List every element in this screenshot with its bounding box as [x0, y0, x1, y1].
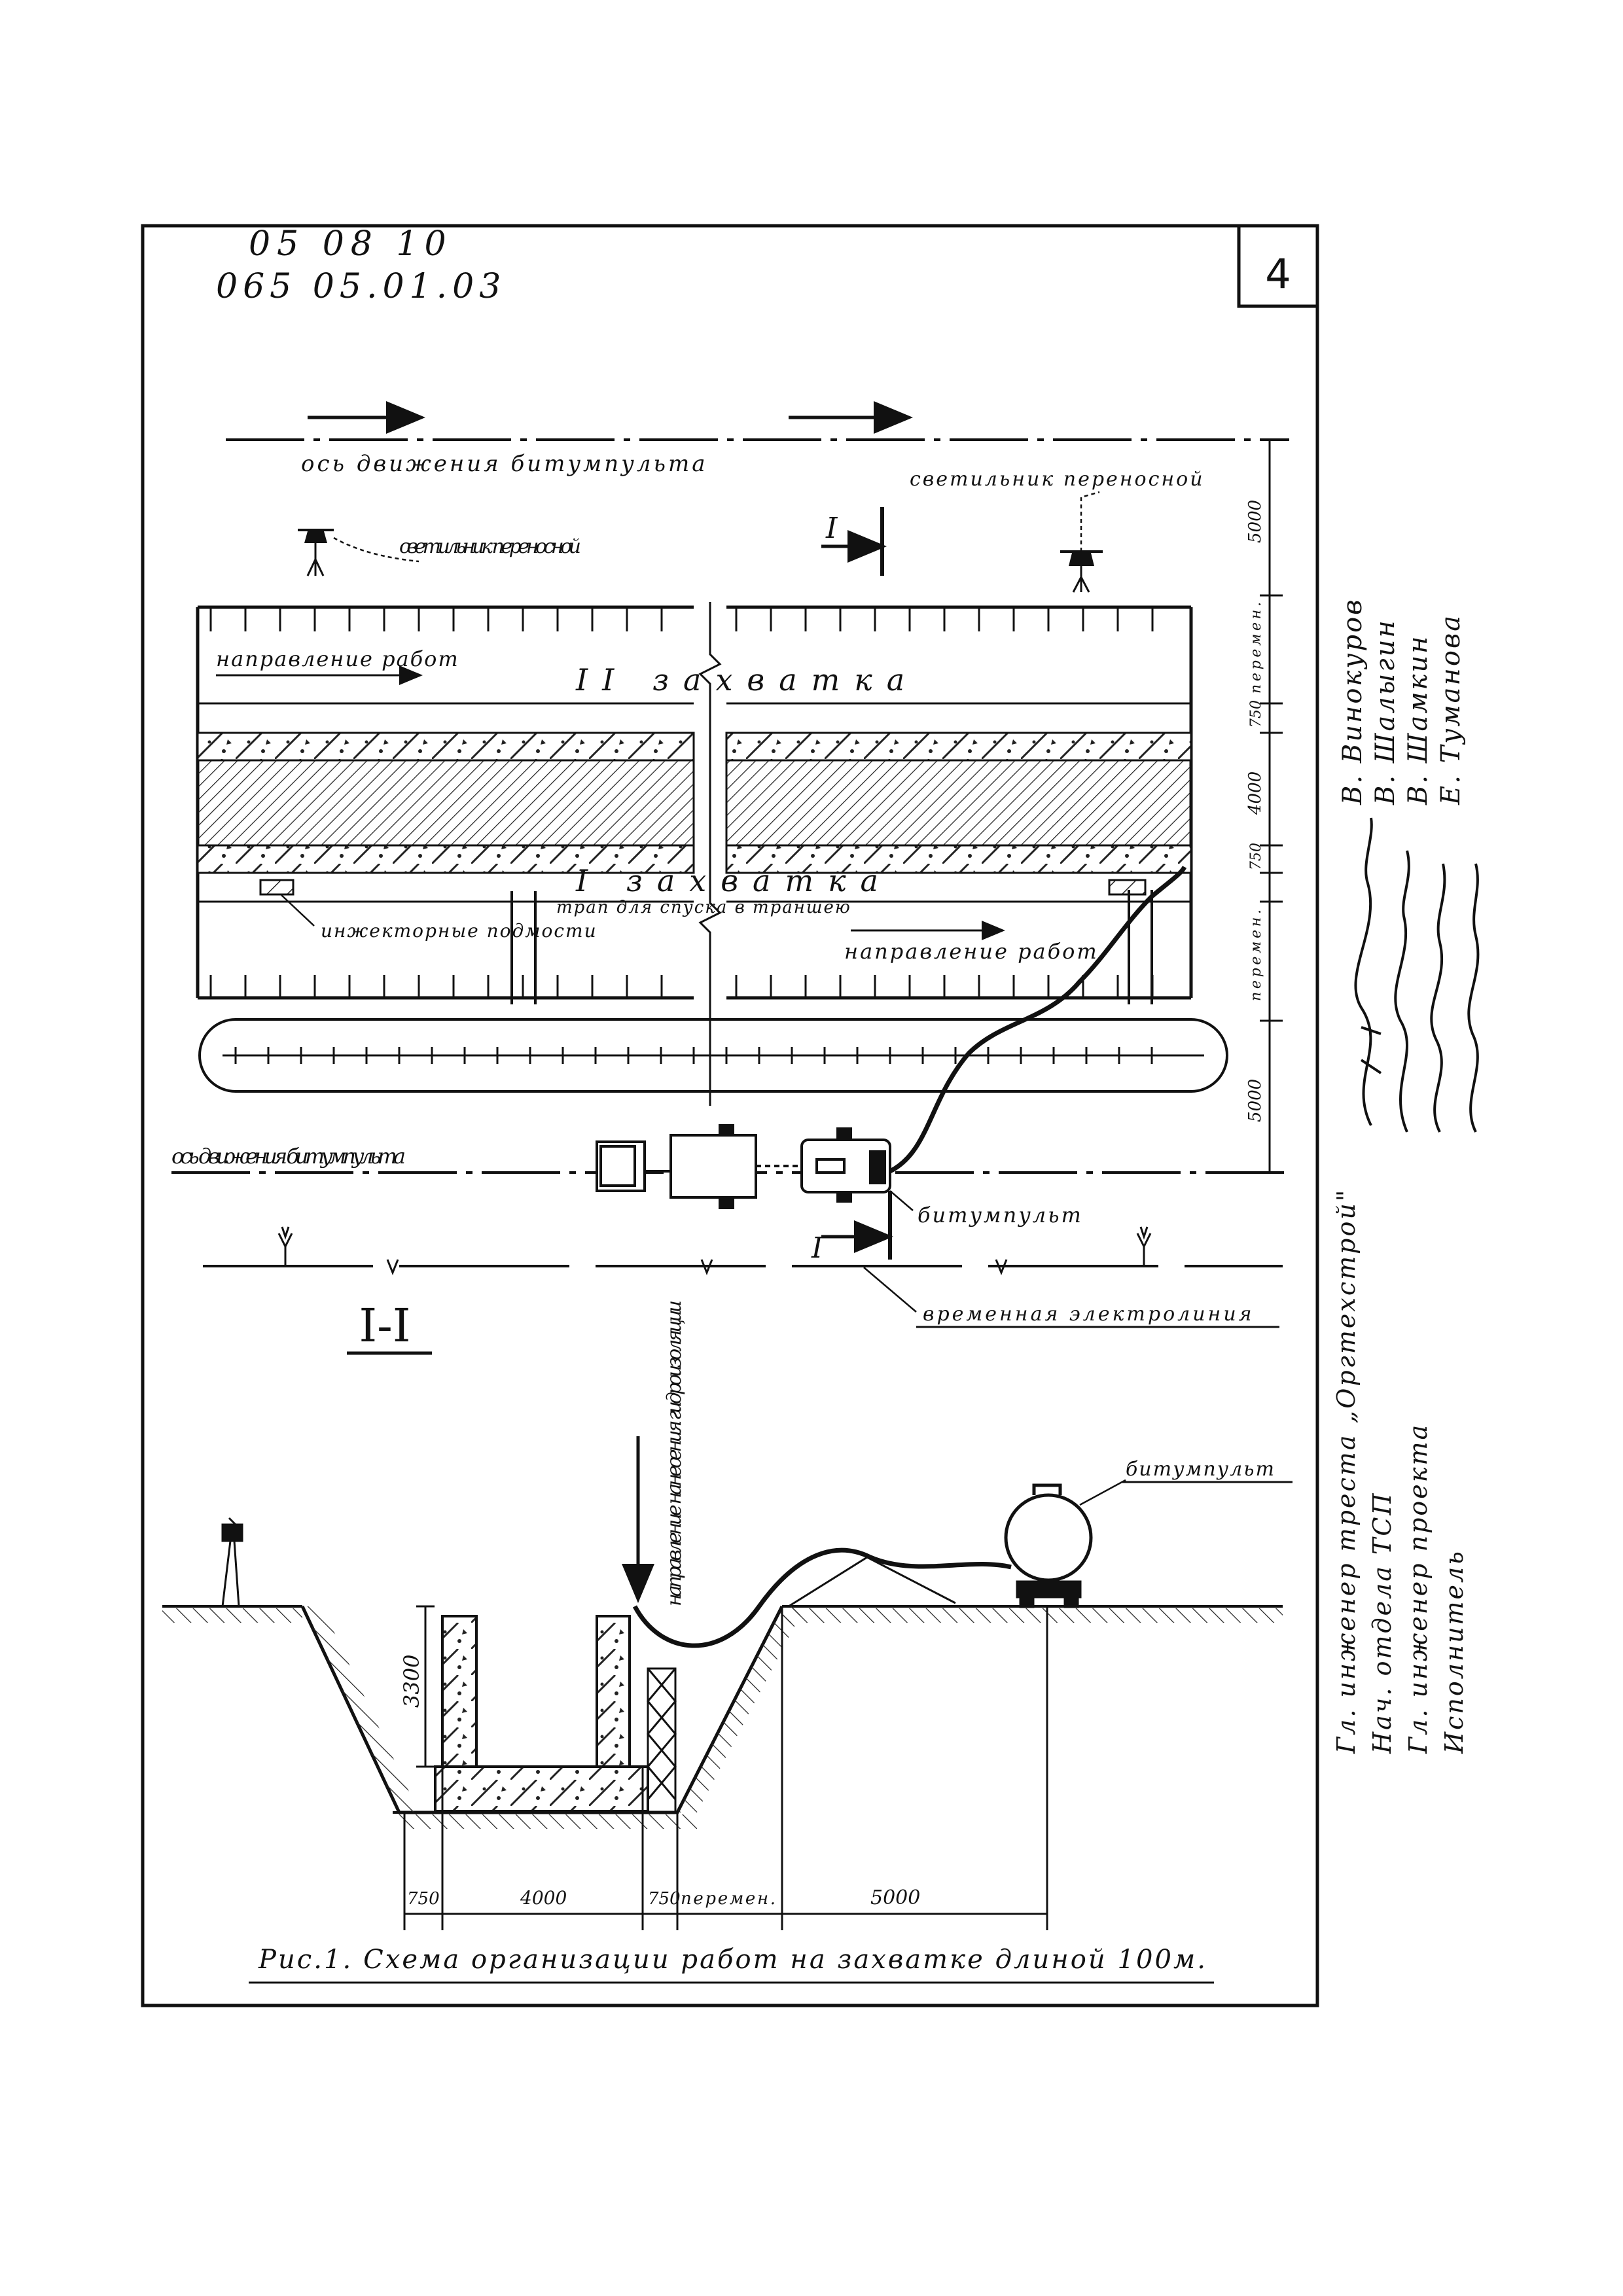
lamp-post-icon-right: [1136, 1226, 1152, 1266]
ladder-label: трап для спуска в траншею: [556, 898, 851, 917]
injector-scaffold-right: [1108, 879, 1147, 896]
plan-dimension-chain: [1260, 438, 1283, 1174]
lamp-label-right: светильник переносной: [910, 468, 1205, 491]
power-line-marks: [386, 1259, 1008, 1276]
injector-label: инжекторные подмости: [321, 920, 597, 942]
lamp-icon-right: [1060, 550, 1103, 593]
lamp-post-icon-left: [277, 1226, 293, 1266]
bitum-leader-section: [1079, 1479, 1126, 1506]
signature-title-4: Исполнитель: [1440, 1549, 1469, 1754]
plan-dim-3: 750: [1248, 700, 1264, 728]
trench-slope-left-hatch: [302, 1606, 419, 1812]
signature-name-4: Е. Туманова: [1436, 614, 1466, 805]
lamp-leader-right: [1080, 491, 1100, 552]
section-marker-bottom-label: I: [811, 1231, 824, 1265]
bitum-hose-plan: [889, 866, 1187, 1174]
section-marker-top-label: I: [825, 512, 838, 545]
trench-plan-right: [725, 605, 1193, 1000]
plan-dim-6: перемен.: [1248, 910, 1264, 1001]
figure-caption: Рис.1. Схема организации работ на захват…: [258, 1945, 1207, 1975]
trench-slope-right-hatch: [677, 1606, 805, 1812]
trench-plan-left: [196, 605, 695, 1000]
direction-section-label: направление нанесения гидроизоляции: [663, 1299, 686, 1606]
bitum-label-plan: битумпульт: [918, 1203, 1083, 1227]
signature-name-1: В. Винокуров: [1338, 598, 1368, 805]
lamp-leader-left: [333, 537, 419, 563]
injector-leader: [281, 894, 315, 927]
section-title: I-I: [359, 1299, 411, 1352]
lamp-label-left: светильник переносной: [399, 535, 582, 558]
plan-dim-4: 4000: [1245, 771, 1265, 815]
depth-label: 3300: [399, 1655, 424, 1708]
sheet-number-box: [1237, 226, 1317, 308]
axis-top-label: ось движения битумпульта: [301, 451, 708, 477]
plan-ticks-top: [209, 607, 1154, 631]
section-marker-top: [821, 507, 887, 576]
signature-title-2: Нач. отдела ТСП: [1368, 1491, 1397, 1754]
ladder-right: [1128, 890, 1153, 1004]
plan-dim-7: 5000: [1245, 1079, 1265, 1122]
signature-name-3: В. Шамкин: [1403, 635, 1433, 805]
bitumen-truck-icon: [596, 1124, 891, 1209]
road-centerline: [223, 1047, 1204, 1064]
plan-dim-1: 5000: [1245, 500, 1265, 543]
surveyor-icon: [221, 1517, 243, 1607]
direction-bottom-label: направление работ: [844, 939, 1099, 964]
power-line-label: временная электролиния: [923, 1303, 1255, 1326]
power-line-leader: [863, 1267, 917, 1313]
handwritten-signatures: [1354, 817, 1480, 1133]
sheet-frame: [141, 224, 1319, 2007]
depth-dimension: [416, 1605, 435, 1768]
code-line-2: 065 05.01.03: [216, 267, 506, 306]
bitumen-tank-icon: [1004, 1483, 1093, 1608]
injector-scaffold-tower: [647, 1667, 677, 1814]
signature-title-1: Гл. инженер треста „Оргтехстрой": [1332, 1188, 1361, 1754]
code-line-1: 05 08 10: [249, 224, 453, 264]
section-dim-1: 750: [407, 1889, 440, 1909]
plan-dim-2: перемен.: [1248, 602, 1264, 694]
injector-scaffold-left: [259, 879, 294, 896]
section-dim-2: 4000: [520, 1887, 567, 1909]
section-extension-lines: [403, 1606, 1048, 1930]
section-dim-3: 750: [648, 1889, 681, 1909]
grip-2-label: II захватка: [575, 662, 919, 698]
hose-sag-line: [788, 1556, 956, 1608]
direction-top-label: направление работ: [216, 646, 459, 671]
signature-titles: Гл. инженер треста „Оргтехстрой" Нач. от…: [1332, 1188, 1469, 1754]
bitum-hose-section: [632, 1547, 1012, 1648]
section-dim-5: 5000: [870, 1886, 920, 1909]
break-symbol-upper: [698, 602, 722, 795]
plan-dim-5: 750: [1248, 843, 1264, 870]
tunnel-structure: [434, 1615, 649, 1812]
break-symbol-lower: [698, 795, 722, 1106]
section-marker-bottom: [821, 1191, 893, 1260]
signature-name-2: В. Шалыгин: [1370, 618, 1400, 805]
bitum-label-section: битумпульт: [1126, 1458, 1275, 1481]
lamp-icon-left: [298, 529, 334, 576]
sheet-number: 4: [1265, 250, 1291, 298]
access-road: [198, 1018, 1228, 1093]
signature-names: В. Винокуров В. Шалыгин В. Шамкин Е. Тум…: [1338, 598, 1466, 805]
ladder-left: [510, 891, 537, 1004]
grip-1-label: I захватка: [575, 863, 893, 898]
bitum-leader-plan: [889, 1190, 914, 1211]
axis-bottom-label-1: ось движения битумпульта: [171, 1144, 407, 1169]
signature-title-3: Гл. инженер проекта: [1404, 1423, 1433, 1754]
plan-ticks-bottom: [209, 975, 1154, 998]
trench-bottom-hatch: [399, 1814, 697, 1829]
section-dim-4: перемен.: [681, 1889, 776, 1909]
